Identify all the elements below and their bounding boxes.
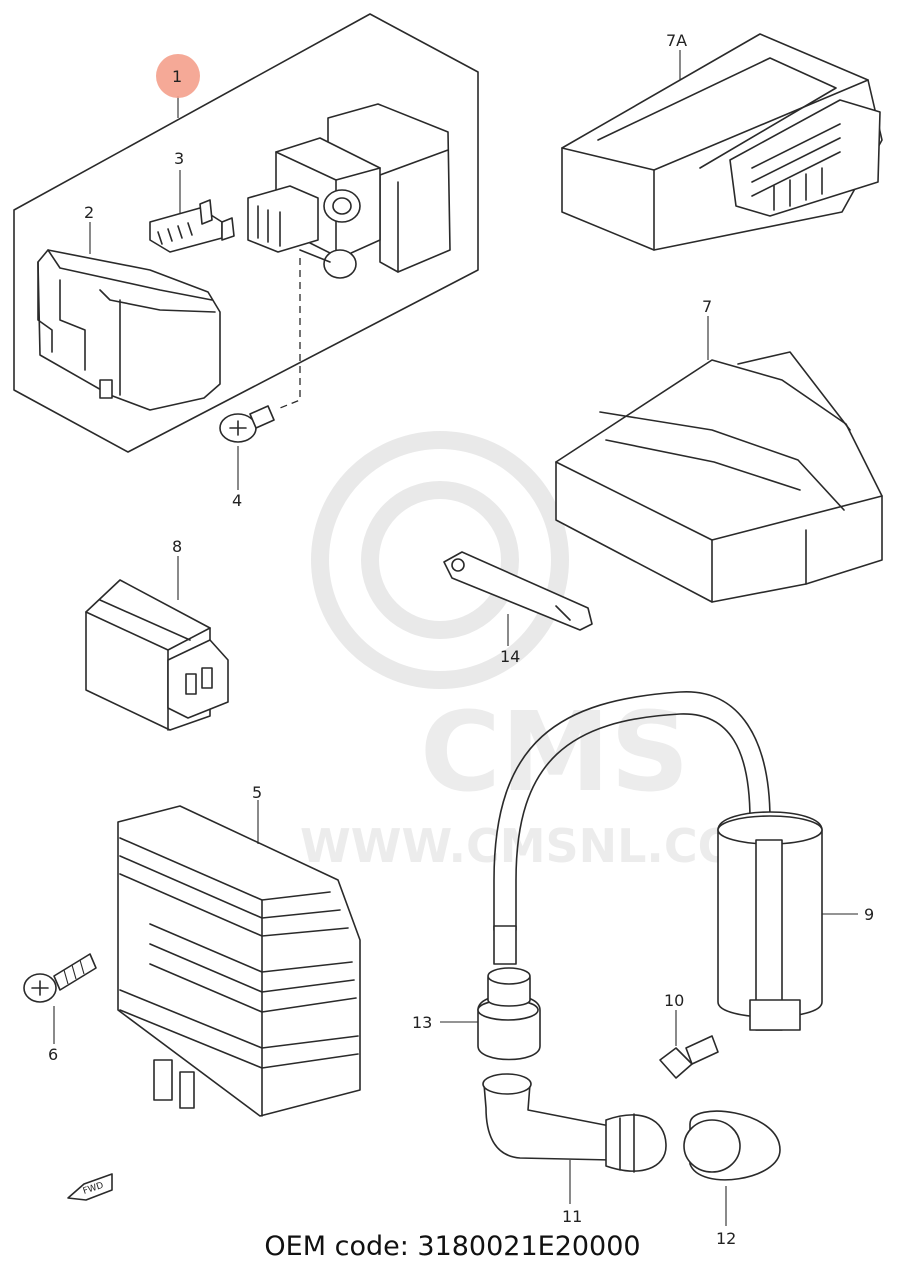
part-label-6[interactable]: 6: [48, 1045, 58, 1064]
part-14-clamp: [443, 551, 593, 631]
highlight-circle: [156, 54, 200, 98]
oem-code: OEM code: 3180021E20000: [264, 1231, 641, 1262]
part-label-5[interactable]: 5: [252, 783, 262, 802]
part-label-7a[interactable]: 7A: [666, 31, 687, 50]
part-label-12[interactable]: 12: [716, 1229, 736, 1248]
part-label-8[interactable]: 8: [172, 537, 182, 556]
part-6-bolt: [23, 953, 97, 1003]
part-label-3[interactable]: 3: [174, 149, 184, 168]
part-label-2[interactable]: 2: [84, 203, 94, 222]
watermark: CMS WWW.CMSNL.COM: [300, 431, 783, 873]
part-2-relay-cover: [37, 249, 221, 411]
part-label-1[interactable]: 1: [172, 67, 182, 86]
kit-box: [13, 13, 479, 453]
watermark-url: WWW.CMSNL.COM: [300, 819, 783, 873]
part-5-regulator: [117, 805, 361, 1117]
part-7-ecu: [555, 351, 883, 603]
fwd-marker: FWD: [67, 1173, 113, 1201]
part-8-connector: [85, 579, 229, 731]
part-12-cap: [683, 1110, 781, 1181]
part-10-bolt: [659, 1035, 719, 1079]
leader-lines: [53, 50, 858, 1226]
relay-dashed-guide: [279, 258, 301, 409]
part-13-grommet: [477, 967, 541, 1061]
part-label-11[interactable]: 11: [562, 1207, 582, 1226]
part-9-ignition-coil: [493, 691, 823, 1031]
part-label-9[interactable]: 9: [864, 905, 874, 924]
part-3-fuse: [149, 199, 235, 253]
part-labels: 1 2 3 4 5 6 7 7A 8 9 10 11 12 13 14: [48, 31, 874, 1248]
part-11-plug-cap: [482, 1073, 667, 1173]
part-label-7[interactable]: 7: [702, 297, 712, 316]
relay-connector-block: [247, 103, 451, 279]
part-label-4[interactable]: 4: [232, 491, 242, 510]
part-label-10[interactable]: 10: [664, 991, 684, 1010]
part-label-13[interactable]: 13: [412, 1013, 432, 1032]
part-7a-ecu: [561, 33, 883, 251]
part-label-14[interactable]: 14: [500, 647, 520, 666]
watermark-brand: CMS: [420, 688, 689, 816]
part-4-screw: [219, 405, 275, 443]
